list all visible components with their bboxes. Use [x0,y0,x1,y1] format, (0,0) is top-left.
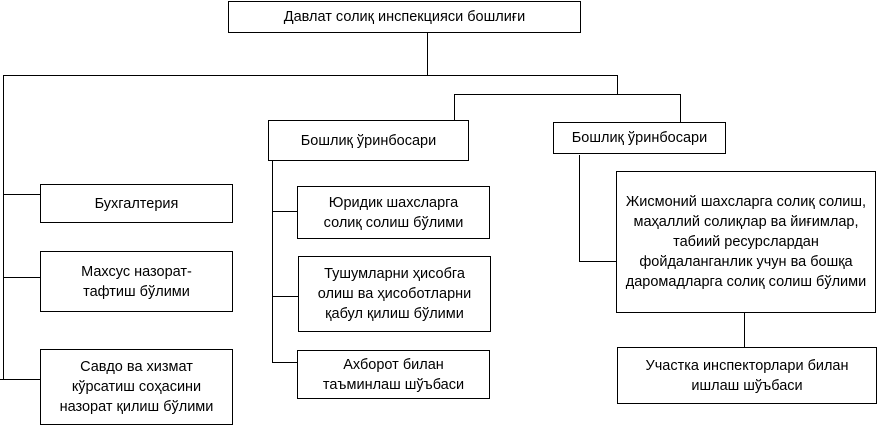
head-box: Давлат солиқ инспекцияси бошлиғи [228,1,581,33]
unit-accounting: Бухгалтерия [40,184,233,223]
unit-information: Ахборот билан таъминлаш шўъбаси [297,350,490,399]
connector [579,155,580,262]
connector [0,379,41,380]
unit-revenue-accounting: Тушумларни ҳисобга олиш ва ҳисоботларни … [298,256,491,332]
connector [454,94,455,121]
connector [454,94,681,95]
connector [272,155,273,363]
connector [3,75,618,76]
unit-legal-entities: Юридик шахсларга солиқ солиш бўлими [297,186,490,239]
connector [680,94,681,123]
connector [3,277,41,278]
deputy-1-box: Бошлиқ ўринбосари [268,120,469,161]
connector [272,211,298,212]
unit-trade-control: Савдо ва хизмат кўрсатиш соҳасини назора… [40,349,233,425]
connector [579,261,617,262]
connector [744,312,745,348]
deputy-2-box: Бошлиқ ўринбосари [553,122,726,154]
connector [617,75,618,95]
connector [272,362,298,363]
connector [3,194,41,195]
connector [427,32,428,75]
unit-audit: Махсус назорат-тафтиш бўлими [40,251,233,312]
unit-individuals: Жисмоний шахсларга солиқ солиш, маҳаллий… [616,171,876,313]
connector [272,296,298,297]
connector [3,75,4,380]
unit-district-inspectors: Участка инспекторлари билан ишлаш шўъбас… [617,347,877,404]
